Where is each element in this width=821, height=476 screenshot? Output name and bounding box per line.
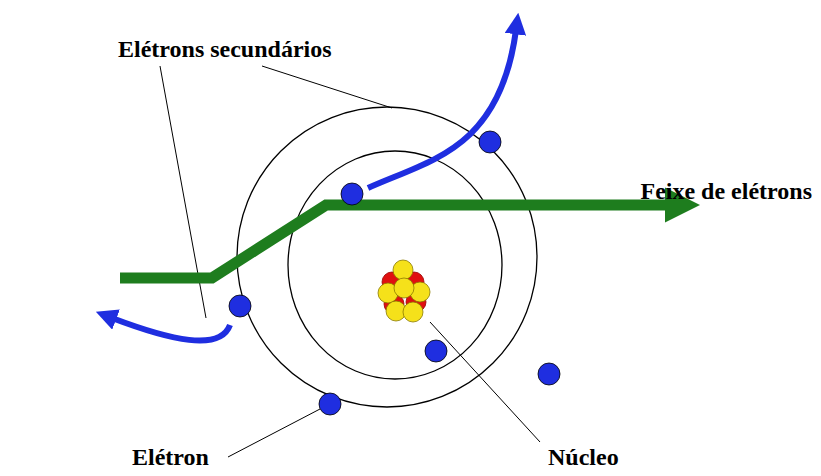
electron-label: Elétron bbox=[132, 444, 209, 470]
electrons bbox=[229, 131, 560, 415]
nucleus bbox=[378, 260, 430, 322]
nucleus-label: Núcleo bbox=[548, 444, 619, 470]
secondary-electron-path bbox=[368, 30, 516, 188]
outer-orbit bbox=[237, 107, 537, 407]
electron-beam bbox=[120, 205, 672, 278]
beam-label: Feixe de elétrons bbox=[640, 178, 812, 204]
leader-line bbox=[262, 66, 392, 108]
secondary-electron-path bbox=[112, 318, 230, 341]
leader-line bbox=[228, 409, 320, 457]
inner-orbit bbox=[288, 151, 502, 379]
secondary-electrons-label: Elétrons secundários bbox=[118, 36, 332, 62]
leader-line bbox=[430, 322, 540, 442]
